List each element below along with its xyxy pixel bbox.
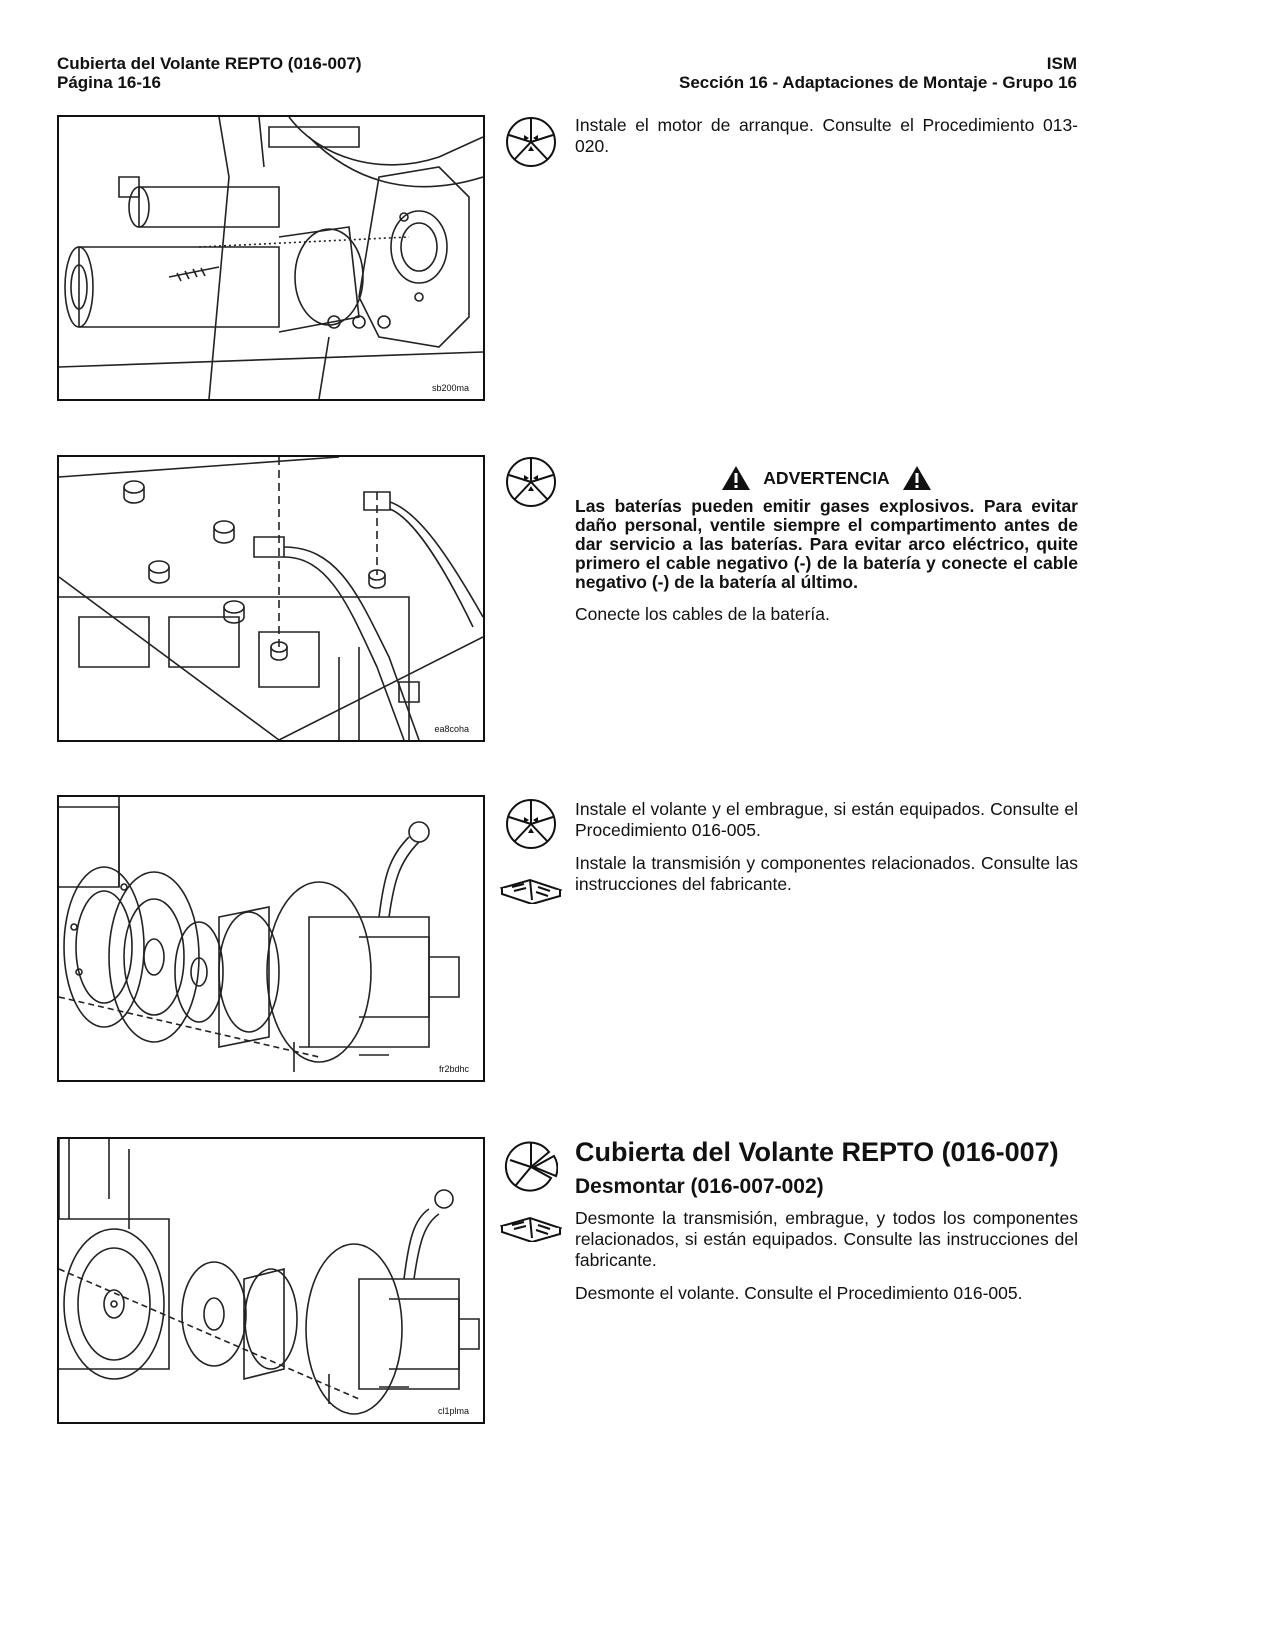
step-text-flywheel: Instale el volante y el embrague, si est… — [575, 799, 1078, 840]
page-number: Página 16-16 — [57, 73, 161, 92]
figure-code: fr2bdhc — [438, 1064, 469, 1074]
install-icon — [504, 797, 558, 851]
transmission-install-illustration — [59, 797, 460, 1072]
manufacturer-book-icon — [498, 874, 564, 906]
figure-code: ea8coha — [434, 724, 469, 734]
step-text: Instale el motor de arranque. Consulte e… — [575, 115, 1078, 156]
starter-motor-illustration — [59, 117, 483, 399]
step-text-transmission: Instale la transmisión y componentes rel… — [575, 853, 1078, 894]
step-install-flywheel: Instale el volante y el embrague, si est… — [575, 799, 1078, 907]
manufacturer-book-icon — [498, 1212, 564, 1244]
warning-triangle-icon — [722, 466, 751, 490]
battery-illustration — [59, 457, 483, 740]
section-title: Cubierta del Volante REPTO (016-007) — [57, 54, 362, 73]
warning-title: ADVERTENCIA — [763, 467, 890, 488]
figure-starter-motor: sb200ma — [57, 115, 485, 401]
section-heading: Cubierta del Volante REPTO (016-007) — [575, 1137, 1059, 1167]
warning-header: ADVERTENCIA — [575, 465, 1078, 491]
warning-triangle-icon — [902, 466, 931, 490]
step-install-starter: Instale el motor de arranque. Consulte e… — [575, 115, 1078, 169]
warning-text: Las baterías pueden emitir gases explosi… — [575, 496, 1078, 592]
step-text-remove-flywheel: Desmonte el volante. Consulte el Procedi… — [575, 1283, 1023, 1303]
install-icon — [504, 455, 558, 509]
transmission-remove-illustration — [59, 1139, 480, 1415]
step-connect-battery: ADVERTENCIA Las baterías pueden emitir g… — [575, 465, 1078, 637]
subsection-heading: Desmontar (016-007-002) — [575, 1175, 824, 1198]
remove-icon — [504, 1140, 559, 1194]
install-icon — [504, 115, 558, 169]
figure-code: cl1plma — [437, 1406, 469, 1416]
step-text-remove-transmission: Desmonte la transmisión, embrague, y tod… — [575, 1208, 1078, 1270]
figure-code: sb200ma — [431, 383, 469, 393]
figure-remove-flywheel: cl1plma — [57, 1137, 485, 1424]
figure-battery: ea8coha — [57, 455, 485, 742]
figure-flywheel-transmission: fr2bdhc — [57, 795, 485, 1082]
step-text: Conecte los cables de la batería. — [575, 604, 830, 624]
manual-name: ISM — [1046, 54, 1077, 73]
page-header-left: Cubierta del Volante REPTO (016-007) Pág… — [57, 54, 362, 92]
section-name: Sección 16 - Adaptaciones de Montaje - G… — [678, 73, 1077, 92]
page-header-right: ISM Sección 16 - Adaptaciones de Montaje… — [679, 54, 1077, 92]
section-remove: Cubierta del Volante REPTO (016-007) Des… — [575, 1136, 1095, 1316]
